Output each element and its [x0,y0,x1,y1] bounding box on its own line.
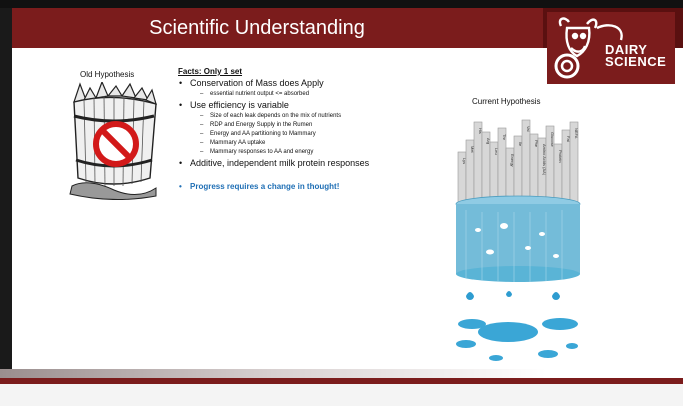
stave-label: Fat [566,136,571,143]
facts-panel: Facts: Only 1 set Conservation of Mass d… [178,67,438,192]
logo-text: DAIRY SCIENCE [605,42,667,69]
stave-label: Ile [518,142,523,147]
fact-subbullet: Mammary AA uptake [200,140,438,146]
stave-label: Met [470,146,475,154]
fact-subbullet: Mammary responses to AA and energy [200,149,438,155]
logo-line-2: SCIENCE [605,54,667,69]
stave-label: Val [526,126,531,132]
slide-title: Scientific Understanding [149,17,365,39]
stave-label: NEFA [574,128,579,139]
stave-label: Leu [494,148,499,155]
left-border [0,8,12,378]
stave-label: His [478,128,483,134]
footer-strip [0,384,683,406]
stave-label: Arg [486,138,491,144]
fact-bullet: Additive, independent milk protein respo… [178,158,438,168]
top-border [0,0,683,8]
stave-label: Energy [510,154,515,167]
dairy-science-logo: DAIRY SCIENCE [547,12,675,84]
old-barrel-illustration [69,82,157,200]
footer-band [0,378,683,384]
facts-title: Facts: Only 1 set [178,67,243,76]
current-hypothesis-label: Current Hypothesis [472,97,541,106]
fact-subbullet: RDP and Energy Supply in the Rumen [200,122,438,128]
fact-subbullet: Size of each leak depends on the mix of … [200,113,438,119]
logo-line-1: DAIRY [605,42,648,57]
stave-label: Thr [502,134,507,141]
fact-subbullet: essential nutrient output <= absorbed [200,91,438,97]
fact-subbullet: Energy and AA partitioning to Mammary [200,131,438,137]
fact-bullet: Conservation of Mass does Apply [178,78,438,88]
stave-label: Phe [534,140,539,148]
cow-icon [554,17,623,79]
fact-bullet: Use efficiency is variable [178,100,438,110]
old-hypothesis-label: Old Hypothesis [80,70,135,79]
stave-label: Lys [462,158,467,164]
stave-label: Amino Acids (AA) [542,144,547,176]
stave-label: Protein [558,150,563,163]
current-barrel-illustration: Lys Met His Arg Leu Thr Energy Ile Val P… [455,119,581,361]
highlight-bullet: Progress requires a change in thought! [178,182,438,191]
stave-label: Glucose [550,132,555,147]
